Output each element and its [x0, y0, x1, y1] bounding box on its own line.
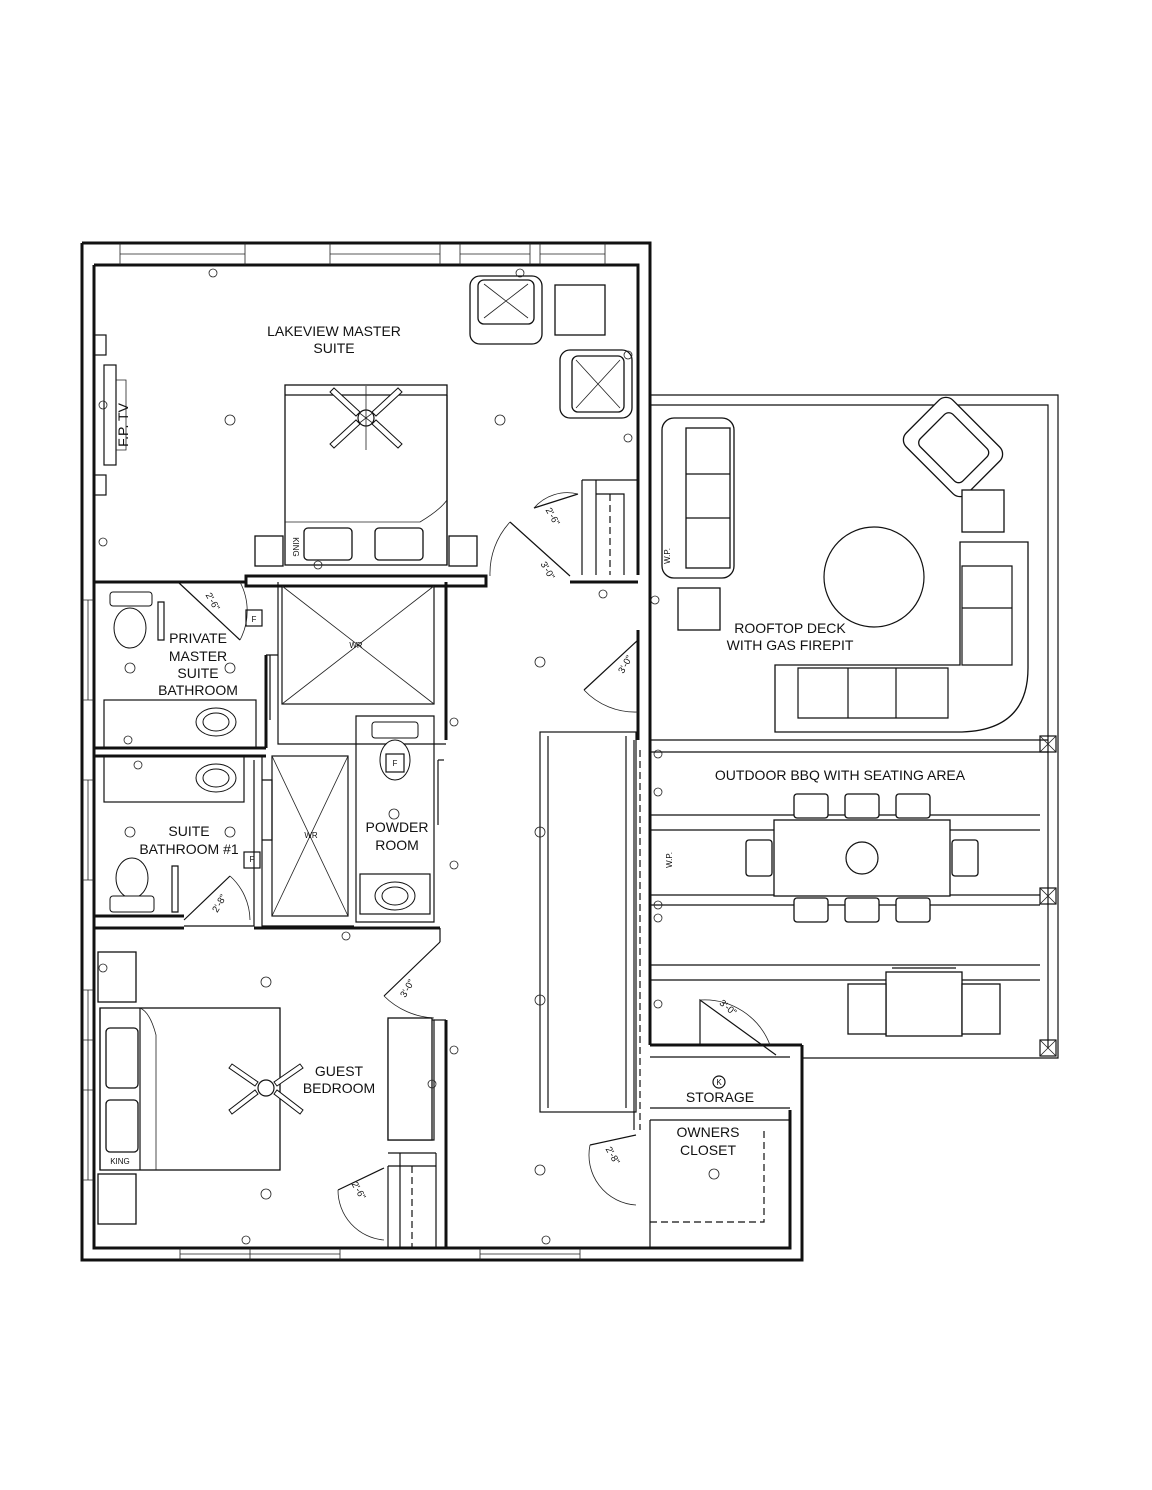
master-armchairs: [469, 275, 633, 419]
powder-fixtures: [359, 721, 431, 915]
label-master-bath-3: SUITE: [177, 665, 218, 681]
guest-bed: [97, 951, 433, 1225]
label-master-bath-2: MASTER: [169, 648, 227, 664]
label-outdoor-bbq: OUTDOOR BBQ WITH SEATING AREA: [715, 767, 966, 783]
dim-hall-door-1: 3'-0": [538, 560, 557, 582]
suite-bath-fixtures: [103, 755, 261, 913]
bbq-grill: [847, 967, 1001, 1037]
wall-outlets: [98, 268, 663, 1245]
label-owners-closet-1: OWNERS: [677, 1124, 740, 1140]
ceiling-fan-master: [329, 386, 403, 450]
label-wr2: WR: [304, 831, 318, 840]
label-wr1: WR: [349, 641, 363, 650]
label-guest-2: BEDROOM: [303, 1080, 375, 1096]
ceiling-fan-guest: [228, 1063, 304, 1115]
label-keypad: K: [716, 1078, 722, 1087]
ceiling-lights: [124, 414, 720, 1200]
bbq-dining-table: [745, 793, 979, 923]
label-deck-2: WITH GAS FIREPIT: [727, 637, 854, 653]
label-suite-bath-2: BATHROOM #1: [139, 841, 239, 857]
label-fan-f1: F: [252, 615, 257, 624]
label-master-suite-2: SUITE: [313, 340, 354, 356]
dim-suite-bath-door: 2'-8": [210, 893, 229, 915]
label-powder-2: ROOM: [375, 837, 419, 853]
deck-sofa-west: [661, 417, 735, 579]
dim-master-closet: 2'-6": [543, 506, 562, 528]
deck-firepit: [677, 526, 925, 631]
label-owners-closet-2: CLOSET: [680, 1142, 736, 1158]
label-wp-deck: W.P.: [663, 548, 672, 564]
label-master-suite-1: LAKEVIEW MASTER: [267, 323, 401, 339]
fireplace-wall: [93, 334, 127, 496]
label-fan-f2: F: [250, 855, 255, 864]
label-powder-1: POWDER: [366, 819, 429, 835]
doors: [177, 492, 777, 1241]
label-fireplace-tv: F.P. TV: [115, 402, 131, 447]
label-suite-bath-1: SUITE: [168, 823, 209, 839]
label-king-guest: KING: [110, 1157, 130, 1166]
dim-guest-door: 3'-0": [398, 978, 417, 1000]
master-bath-fixtures: [103, 591, 263, 749]
keypad-icon: [712, 1075, 726, 1089]
dim-master-bath-door: 2'-6": [203, 591, 222, 613]
label-wp-bbq: W.P.: [665, 852, 674, 868]
deck-sectional: [774, 541, 1029, 733]
label-master-bath-4: BATHROOM: [158, 682, 238, 698]
deck-armchair: [902, 396, 1005, 533]
label-guest-1: GUEST: [315, 1063, 364, 1079]
dim-guest-closet: 2'-6": [349, 1180, 368, 1202]
dim-bbq-door: 3'-0": [717, 998, 739, 1019]
label-deck-1: ROOFTOP DECK: [734, 620, 846, 636]
dim-owners-closet-door: 2'-8": [603, 1145, 622, 1167]
label-storage: STORAGE: [686, 1089, 754, 1105]
staircase: [539, 731, 637, 1113]
label-master-bath-1: PRIVATE: [169, 630, 227, 646]
label-king-master: KING: [291, 537, 300, 557]
label-fan-f3: F: [393, 759, 398, 768]
